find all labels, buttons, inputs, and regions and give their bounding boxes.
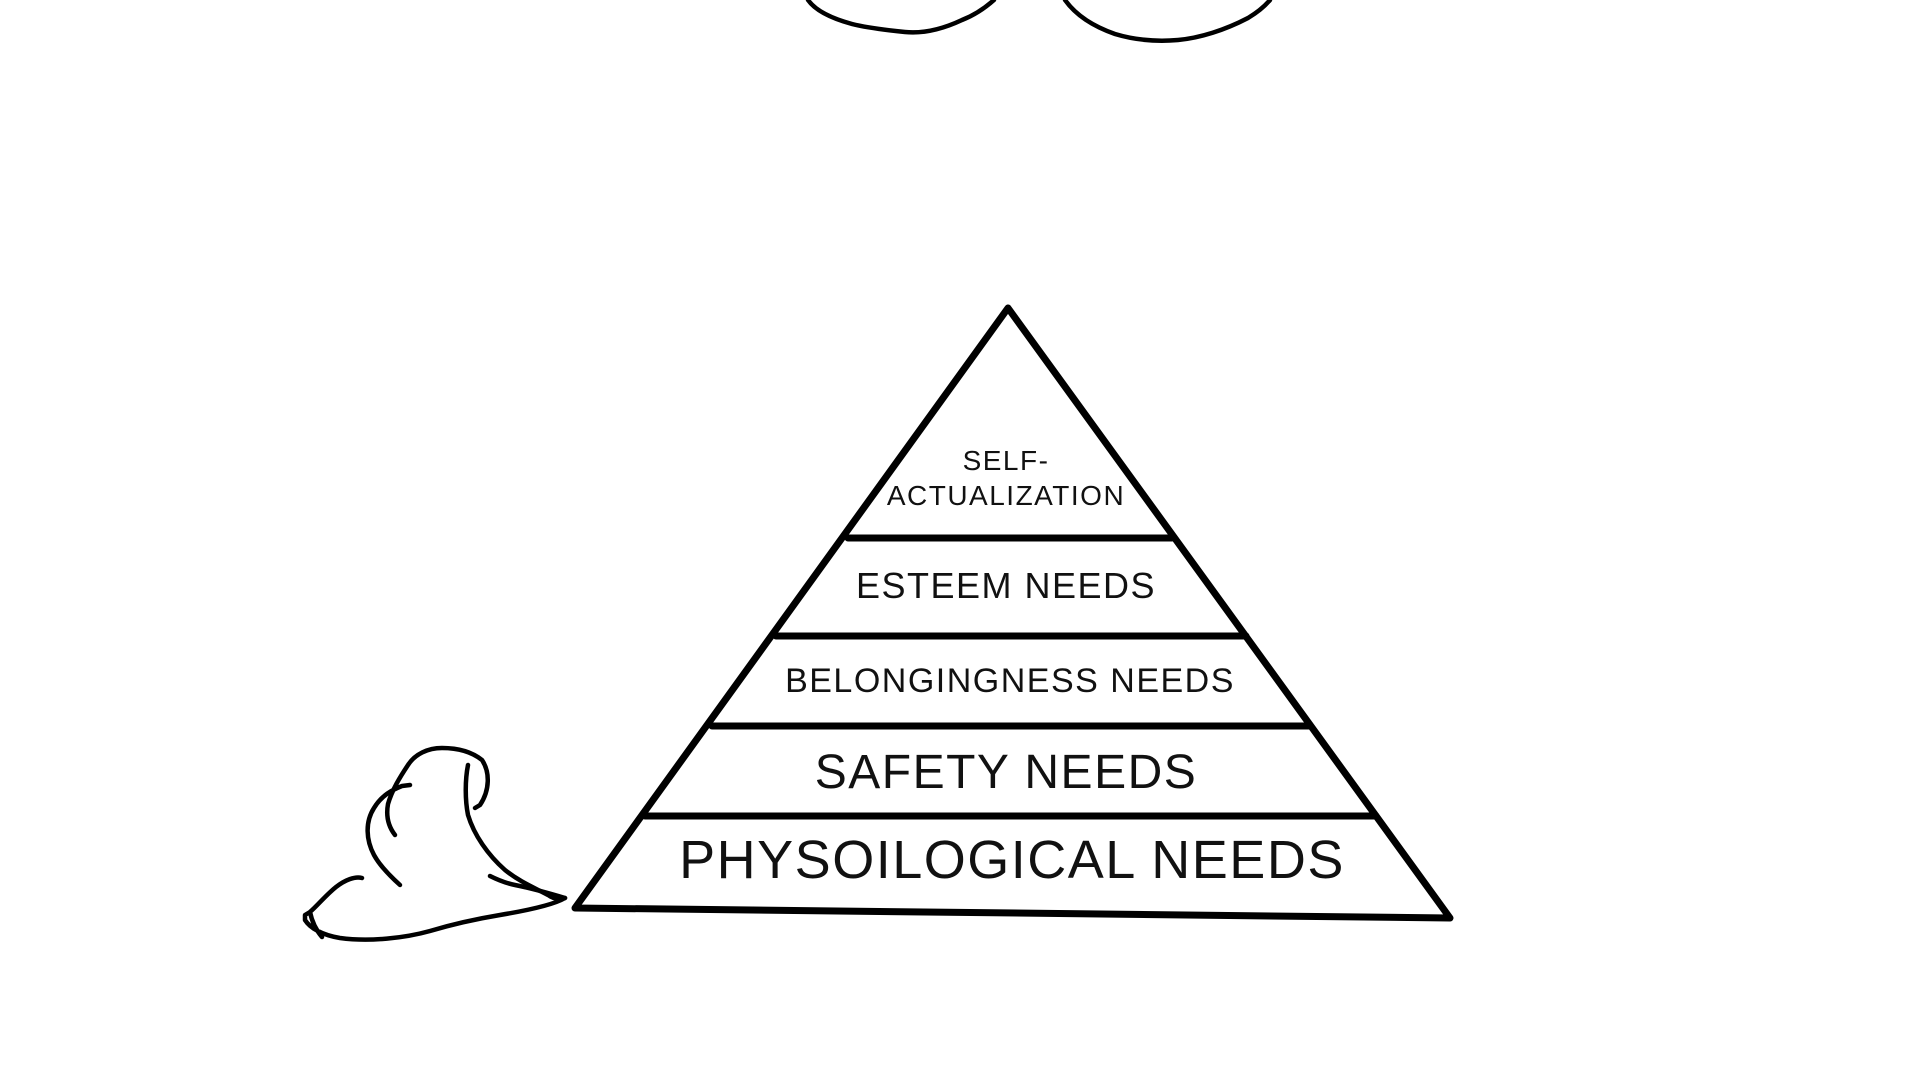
hand-sketch-outline	[302, 745, 568, 942]
level-belongingness-label: BELONGINGNESS NEEDS	[785, 662, 1235, 700]
pyramid-outline	[571, 304, 1454, 922]
level-physiological-label: PHYSOILOGICAL NEEDS	[679, 830, 1345, 890]
level-self-actualization-line1: SELF-	[963, 445, 1050, 476]
level-self-actualization-line2: ACTUALIZATION	[887, 480, 1125, 511]
level-esteem-label: ESTEEM NEEDS	[856, 565, 1156, 606]
level-safety-label: SAFETY NEEDS	[815, 746, 1198, 799]
hand-sketch	[487, 873, 568, 901]
top-right-doodle	[1062, 0, 1273, 43]
top-left-doodle	[805, 0, 997, 35]
